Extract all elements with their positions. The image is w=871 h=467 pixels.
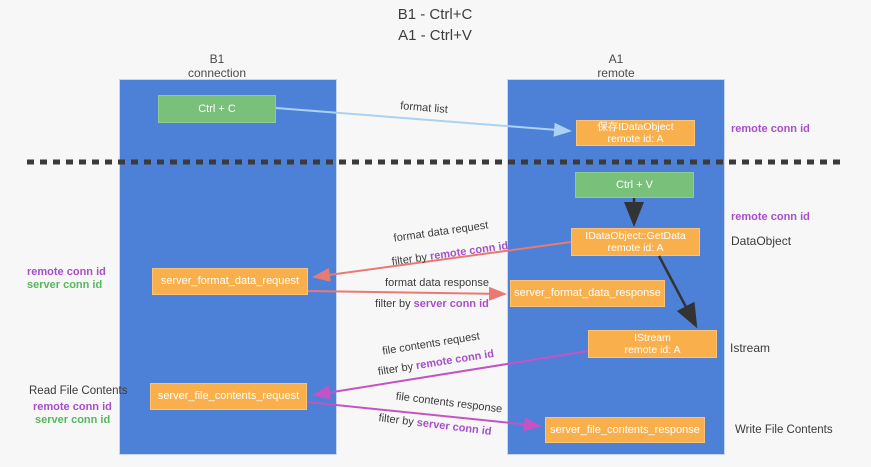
istream-line1: IStream (634, 331, 671, 344)
diagram-title-line2: A1 - Ctrl+V (398, 27, 472, 44)
left-remote-conn-id-top: remote conn id (27, 266, 106, 278)
format-data-response-arrow (307, 286, 507, 301)
ctrl-v-box: Ctrl + V (575, 172, 694, 198)
server-file-contents-response-label: server_file_contents_response (550, 423, 700, 436)
file-contents-response-label: file contents response (395, 390, 503, 416)
column-a1-name: A1 (608, 52, 624, 66)
filter-by-text: filter by (375, 298, 414, 310)
server-conn-id-text: server conn id (416, 416, 493, 438)
server-format-data-response-box: server_format_data_response (510, 280, 665, 307)
getdata-line2: remote id: A (607, 242, 664, 254)
server-format-data-response-label: server_format_data_response (514, 287, 661, 300)
right-write-file-contents-label: Write File Contents (735, 424, 833, 436)
format-data-response-filter: filter by server conn id (375, 298, 489, 310)
filter-by-text: filter by (377, 360, 418, 379)
server-conn-id-text: server conn id (413, 298, 489, 310)
server-format-data-request-label: server_format_data_request (160, 275, 300, 288)
remote-conn-id-text: remote conn id (429, 239, 509, 263)
diagram-title: B1 - Ctrl+C A1 - Ctrl+V (330, 4, 540, 46)
save-dataobject-line1: 保存IDataObject (597, 120, 674, 133)
server-file-contents-response-box: server_file_contents_response (545, 417, 705, 443)
format-data-request-filter: filter by remote conn id (391, 240, 509, 268)
getdata-line1: IDataObject::GetData (585, 229, 686, 242)
server-file-contents-request-label: server_file_contents_request (157, 390, 300, 403)
column-header-a1: A1 remote (556, 52, 676, 80)
remote-conn-id-text: remote conn id (415, 347, 495, 373)
right-remote-conn-id-top: remote conn id (731, 123, 810, 135)
ctrl-v-label: Ctrl + V (616, 178, 653, 191)
left-read-file-contents-label: Read File Contents (29, 385, 128, 397)
column-a1-role: remote (597, 66, 635, 80)
format-data-response-label: format data response (385, 277, 489, 289)
server-file-contents-request-box: server_file_contents_request (150, 383, 307, 410)
ctrl-c-label: Ctrl + C (198, 102, 236, 115)
save-dataobject-box: 保存IDataObject remote id: A (576, 120, 695, 146)
idataobject-getdata-box: IDataObject::GetData remote id: A (571, 228, 700, 256)
left-server-conn-id-bottom: server conn id (35, 414, 111, 426)
save-dataobject-line2: remote id: A (607, 133, 664, 145)
istream-line2: remote id: A (624, 344, 681, 356)
format-list-label: format list (399, 100, 449, 116)
right-dataobject-label: DataObject (731, 234, 792, 248)
column-b1-name: B1 (209, 52, 225, 66)
column-header-b1: B1 connection (157, 52, 277, 80)
ctrl-c-box: Ctrl + C (158, 95, 276, 123)
format-data-request-label: format data request (392, 219, 490, 245)
diagram-title-line1: B1 - Ctrl+C (397, 6, 473, 23)
file-contents-response-filter: filter by server conn id (378, 412, 492, 438)
right-istream-label: Istream (730, 341, 771, 355)
server-format-data-request-box: server_format_data_request (152, 268, 308, 295)
left-server-conn-id-top: server conn id (27, 279, 103, 291)
right-remote-conn-id-mid: remote conn id (731, 211, 810, 223)
left-remote-conn-id-bottom: remote conn id (33, 401, 112, 413)
istream-box: IStream remote id: A (588, 330, 717, 358)
column-b1-role: connection (187, 66, 247, 80)
filter-by-text: filter by (377, 412, 418, 429)
filter-by-text: filter by (391, 250, 431, 269)
